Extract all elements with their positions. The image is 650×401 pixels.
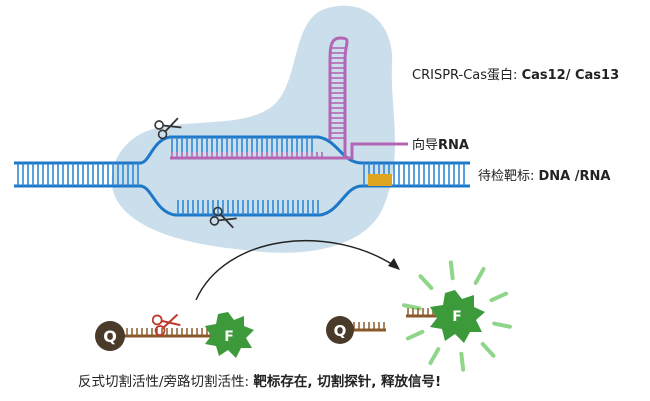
glow-ray [448,260,455,281]
dna-right-duplex [362,161,470,188]
scissors-icon [154,117,182,140]
glow-ray [402,303,422,311]
cas-protein-blob [111,5,395,253]
glow-ray [489,291,509,303]
quencher-letter: Q [334,322,347,340]
dna-left-duplex [14,161,142,188]
glow-ray [418,274,434,291]
intact-probe: Q F [95,312,254,358]
glow-ray [473,266,486,285]
scissors-icon [151,313,181,336]
quencher-letter: Q [103,327,117,346]
guide-rna [170,36,408,160]
pam-site [368,174,392,186]
glow-ray [428,347,441,366]
target-label: 待检靶标: DNA /RNA [478,169,610,184]
caption: 反式切割活性/旁路切割活性: 靶标存在, 切割探针, 释放信号! [78,373,441,390]
released-fluorophore: F [402,260,512,372]
cas-label: CRISPR-Cas蛋白: Cas12/ Cas13 [412,67,619,83]
quencher [326,316,354,344]
fluorophore-letter: F [224,329,234,345]
release-arrow [195,239,399,301]
glow-ray [459,351,466,372]
fluorophore-star [430,290,485,343]
fluorophore-letter: F [452,309,462,325]
arrow-head [388,258,400,270]
quencher [95,321,125,351]
guide-rna-label: 向导RNA [412,137,469,153]
fluorophore-star [205,312,254,358]
glow-ray [492,321,512,329]
glow-ray [480,341,496,358]
glow-ray [405,329,425,341]
scissors-icon [209,206,237,229]
cleaved-quencher-fragment: Q [326,316,386,344]
